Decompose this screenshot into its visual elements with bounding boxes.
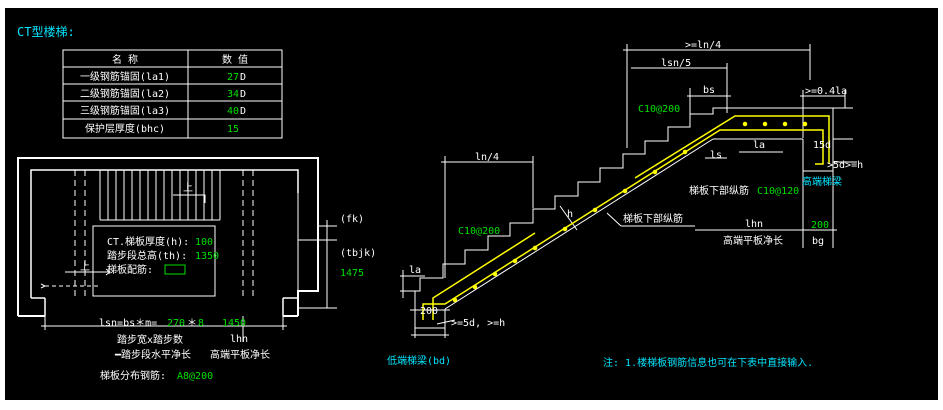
dim-bg: bg [812, 236, 824, 247]
drawing-canvas: CT型楼梯: 名 称 数 值 一级钢筋锚固(la1) 27 D 二级钢筋锚固(l… [5, 8, 938, 400]
fk-label: (fk) [340, 214, 364, 225]
plan-up-label: 上 [183, 182, 193, 194]
table-row-value[interactable]: 40 [227, 106, 239, 117]
table-header-name: 名 称 [112, 53, 138, 66]
top-rebar-upper [634, 115, 830, 179]
landing-length-label: 高端平板净长 [723, 234, 783, 247]
dim-lsn5: lsn/5 [661, 58, 691, 69]
top-rebar-lower [432, 232, 536, 320]
rebar-c10-120[interactable]: C10@120 [757, 186, 799, 197]
up-arrow [173, 194, 206, 203]
rebar-c10-mid[interactable]: C10@200 [458, 226, 500, 237]
rebar-input-box[interactable] [164, 264, 186, 275]
dim-15d: 15d [813, 140, 831, 151]
table-row-name: 三级钢筋锚固(la3) [80, 104, 170, 117]
lsn-value-count[interactable]: 8 [198, 318, 204, 329]
thickness-label: CT.梯板厚度(h): [107, 235, 189, 248]
dim-200-right[interactable]: 200 [811, 220, 829, 231]
dim-ln4-mid: ln/4 [475, 152, 499, 163]
height-value[interactable]: 1350 [195, 251, 219, 262]
note-step: 踏步宽x踏步数 [117, 333, 183, 346]
stair-step-profile [400, 107, 825, 292]
distribution-rebar-label: 梯板分布钢筋: [100, 369, 166, 382]
plan-view [17, 157, 337, 342]
rebar [422, 115, 830, 320]
dim-h: h [567, 209, 573, 220]
lhn-label: lhn [230, 334, 248, 345]
table-row-unit: D [240, 89, 246, 100]
slab-underside [444, 138, 714, 310]
table-row-unit: D [240, 106, 246, 117]
height-label: 踏步段总高(th): [107, 249, 187, 262]
dim-la-bottom: la [409, 265, 421, 276]
rebar-c10-top[interactable]: C10@200 [638, 104, 680, 115]
high-end-beam-label: 高端梯梁 [802, 175, 842, 188]
lower-rebar-label-mid: 梯板下部纵筋 [623, 212, 683, 225]
stair-drawing: CT型楼梯: 名 称 数 值 一级钢筋锚固(la1) 27 D 二级钢筋锚固(l… [17, 24, 863, 382]
dim-5d-top: >5d>=h [827, 160, 863, 171]
dim-ln4-top: >=ln/4 [685, 40, 721, 51]
dim-04la: >=0.4la [805, 86, 847, 97]
rebar-label: 梯板配筋: [107, 263, 153, 276]
distribution-rebar-value[interactable]: A8@200 [177, 371, 213, 382]
note-landing: 高端平板净长 [210, 348, 270, 361]
parameter-table [62, 49, 283, 139]
dim-ls: ls [710, 150, 722, 161]
lhn-value[interactable]: 1450 [222, 318, 246, 329]
footnote: 注: 1.楼梯板钢筋信息也可在下表中直接输入. [603, 356, 813, 369]
table-row-value[interactable]: 34 [227, 89, 239, 100]
lsn-value-step[interactable]: 270 [167, 318, 185, 329]
dim-la-top: la [753, 140, 765, 151]
tbjk-label: (tbjk) [340, 248, 376, 259]
lsn-star: ＊ [187, 318, 197, 329]
table-row-value[interactable]: 27 [227, 72, 239, 83]
plan-up-label: 上 [80, 261, 90, 273]
lower-rebar-label-top: 梯板下部纵筋 [689, 184, 749, 197]
section-view [400, 44, 857, 338]
table-header-value: 数 值 [222, 53, 248, 66]
low-end-beam-label: 低端梯梁(bd) [387, 354, 451, 367]
bottom-longitudinal-rebar [422, 129, 824, 320]
width-value[interactable]: 1475 [340, 268, 364, 279]
table-row-name: 保护层厚度(bhc) [85, 122, 165, 135]
table-row-unit: D [240, 72, 246, 83]
dim-bs: bs [703, 85, 715, 96]
dim-lhn: lhn [745, 219, 763, 230]
table-row-value[interactable]: 15 [227, 124, 239, 135]
table-row-name: 二级钢筋锚固(la2) [80, 87, 170, 100]
note-run: ━踏步段水平净长 [114, 348, 191, 361]
plan-outer-wall [17, 157, 319, 316]
lsn-label: lsn=bs＊m= [99, 318, 157, 329]
dim-5d-bottom: >=5d, >=h [451, 318, 505, 329]
drawing-title: CT型楼梯: [17, 24, 75, 39]
table-border [62, 49, 283, 139]
dim-200-bottom: 200 [420, 306, 438, 317]
table-row-name: 一级钢筋锚固(la1) [80, 70, 170, 83]
thickness-value[interactable]: 100 [195, 237, 213, 248]
